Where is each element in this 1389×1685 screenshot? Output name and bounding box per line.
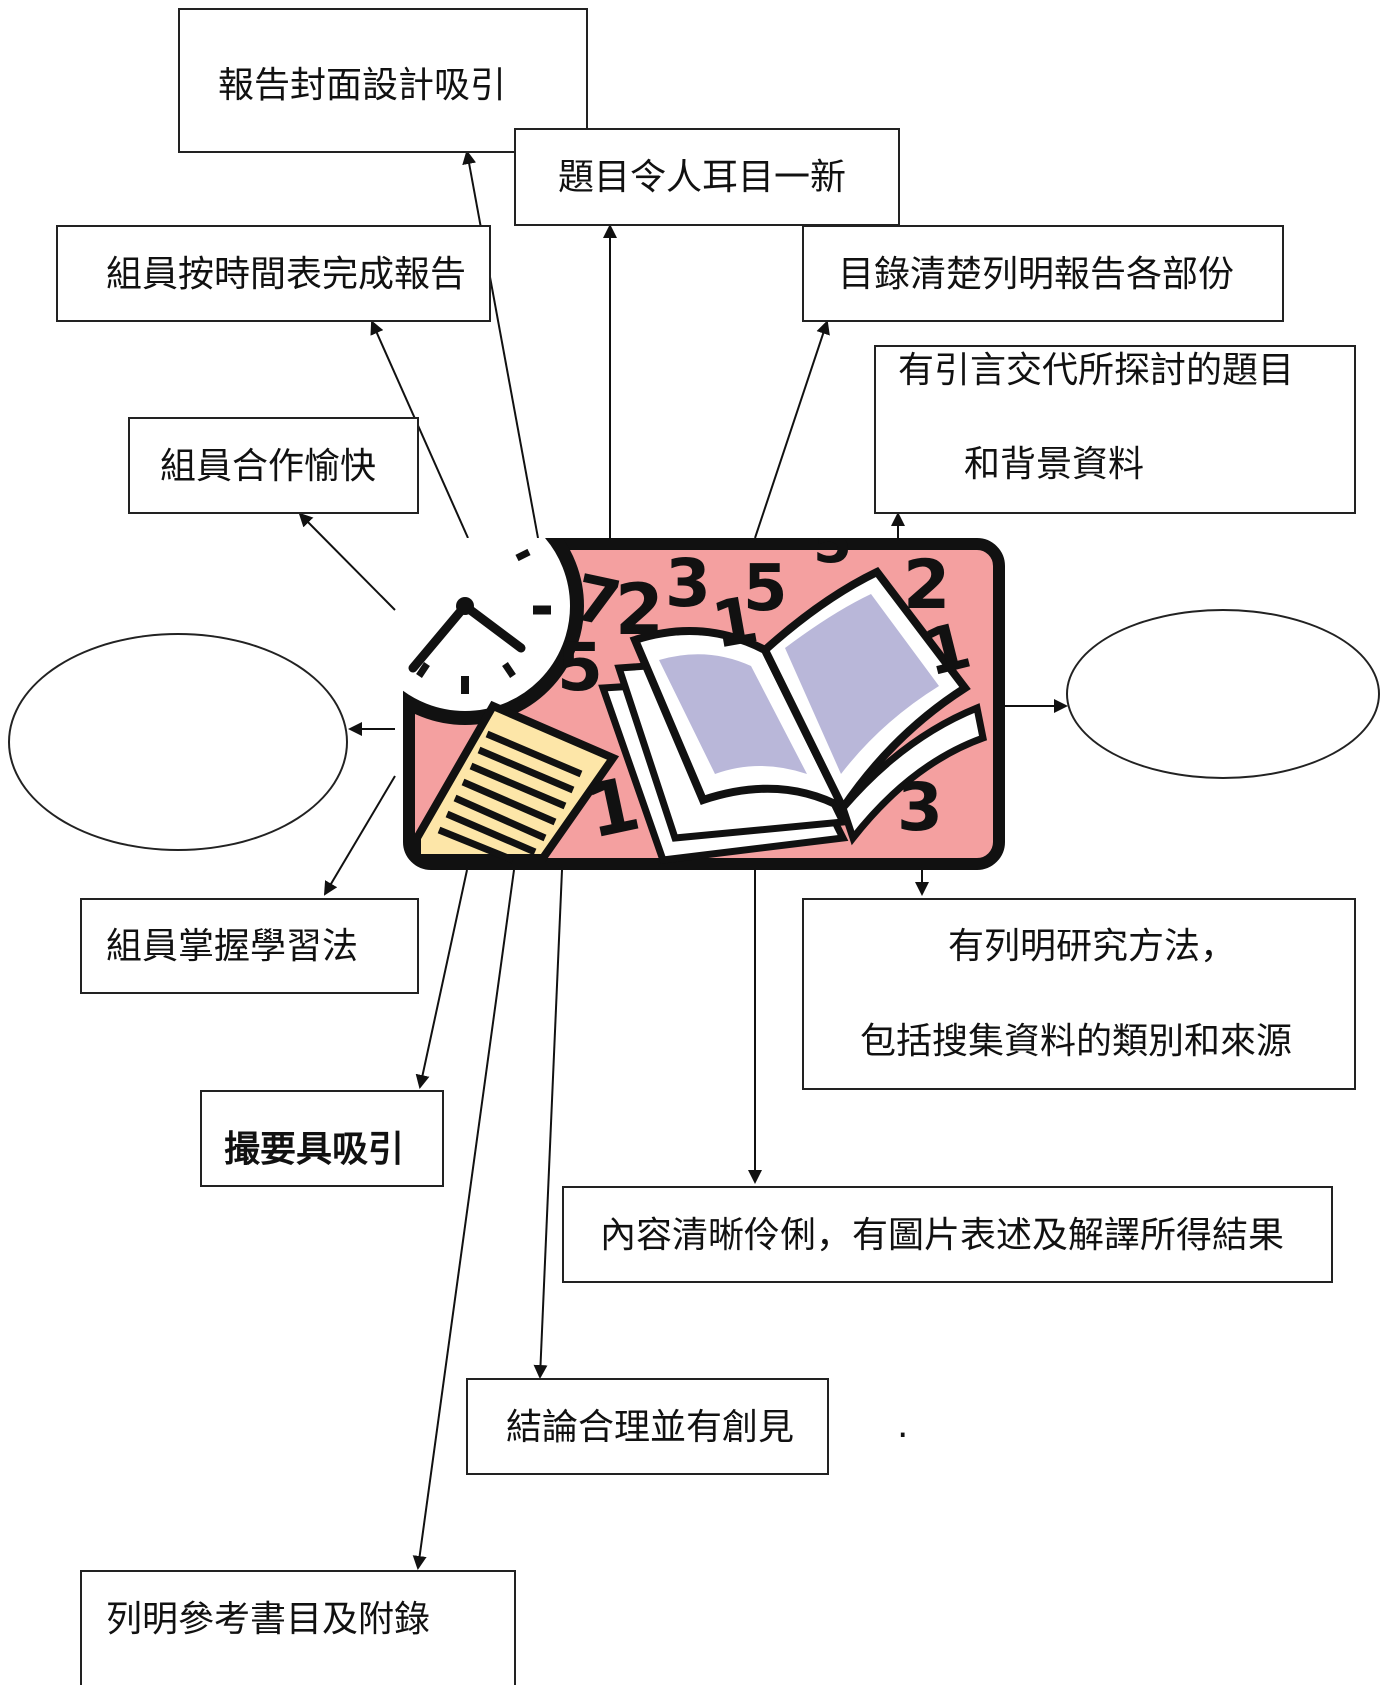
arrow-to-abstract xyxy=(415,869,468,1089)
arrow-to-cooperation xyxy=(298,512,396,611)
content-clear-text: 內容清晰伶俐，有圖片表述及解譯所得結果 xyxy=(600,1215,1285,1256)
cover-design-text: 報告封面設計吸引 xyxy=(218,65,507,106)
svg-text:2: 2 xyxy=(903,546,950,625)
svg-text:3: 3 xyxy=(665,545,711,622)
clock-icon xyxy=(403,538,584,725)
title-fresh-text: 題目令人耳目一新 xyxy=(558,157,847,198)
clock-book-numbers-clipart: 7 2 3 1 5 5 2 1 5 1 3 xyxy=(403,538,1005,870)
arrow-to-conclusion xyxy=(533,869,563,1379)
conclusion-box: 結論合理並有創見 xyxy=(466,1378,829,1475)
number-glyphs: 7 2 3 1 5 5 2 1 5 1 3 xyxy=(557,538,978,856)
arrow-to-contents xyxy=(754,320,830,539)
svg-text:5: 5 xyxy=(743,552,788,626)
svg-text:5: 5 xyxy=(557,629,603,706)
research-method-text-line2: 包括搜集資料的類別和來源 xyxy=(860,1021,1293,1062)
abstract-box: 撮要具吸引 xyxy=(200,1090,444,1187)
intro-text-line1: 有引言交代所探討的題目 xyxy=(898,350,1295,391)
arrow-to-cover-design xyxy=(462,150,539,539)
abstract-text: 撮要具吸引 xyxy=(224,1129,405,1170)
title-fresh-box: 題目令人耳目一新 xyxy=(514,128,900,226)
content-clear-box: 內容清晰伶俐，有圖片表述及解譯所得結果 xyxy=(562,1186,1333,1283)
intro-box: 有引言交代所探討的題目 和背景資料 xyxy=(874,345,1356,514)
cooperation-text: 組員合作愉快 xyxy=(160,446,377,487)
svg-text:3: 3 xyxy=(897,769,943,846)
contents-text: 目錄清楚列明報告各部份 xyxy=(838,254,1235,295)
left-empty-oval xyxy=(8,633,348,851)
learning-method-box: 組員掌握學習法 xyxy=(80,898,419,994)
contents-box: 目錄清楚列明報告各部份 xyxy=(802,225,1284,322)
arrow-to-references xyxy=(412,869,515,1570)
conclusion-text: 結論合理並有創見 xyxy=(506,1407,795,1448)
right-empty-oval xyxy=(1066,609,1380,779)
references-text: 列明參考書目及附錄 xyxy=(106,1599,431,1640)
arrow-to-learning-method xyxy=(323,775,396,896)
svg-text:5: 5 xyxy=(813,538,852,576)
intro-text-line2: 和背景資料 xyxy=(964,444,1145,485)
learning-method-text: 組員掌握學習法 xyxy=(106,926,359,967)
notepaper-icon xyxy=(413,700,620,864)
references-box: 列明參考書目及附錄 xyxy=(80,1570,516,1685)
schedule-text: 組員按時間表完成報告 xyxy=(106,254,467,295)
research-method-box: 有列明研究方法， 包括搜集資料的類別和來源 xyxy=(802,898,1356,1090)
schedule-box: 組員按時間表完成報告 xyxy=(56,225,491,322)
stray-period: . xyxy=(897,1405,909,1446)
svg-text:2: 2 xyxy=(615,569,664,651)
cooperation-box: 組員合作愉快 xyxy=(128,417,419,514)
arrow-to-schedule xyxy=(370,320,469,539)
research-method-text-line1: 有列明研究方法， xyxy=(948,926,1237,967)
open-book-icon xyxy=(598,566,988,864)
